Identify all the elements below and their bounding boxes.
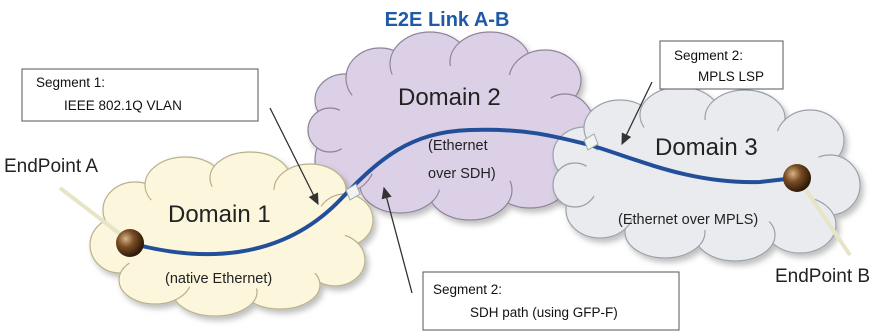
callout-segment-2-mpls-text: MPLS LSP: [698, 69, 764, 84]
endpoint-a-leader: [58, 186, 130, 242]
callout-segment-2-sdh: Segment 2: SDH path (using GFP-F): [381, 186, 680, 331]
callout-segment-2-mpls-title: Segment 2:: [674, 48, 743, 63]
diagram-title: E2E Link A-B: [385, 9, 510, 31]
domain-2-cloud: [307, 31, 596, 221]
boundary-marker-1-2: [345, 183, 361, 201]
domain-1-tech: (native Ethernet): [165, 271, 272, 287]
callout-segment-1-title: Segment 1:: [36, 75, 105, 90]
endpoint-a-label: EndPoint A: [4, 156, 98, 177]
endpoint-b-leader: [804, 188, 852, 257]
callout-segment-2-sdh-title: Segment 2:: [433, 282, 502, 297]
domain-2-tech-line2: over SDH): [428, 166, 496, 182]
endpoint-a-node: [116, 229, 144, 257]
endpoint-b-label: EndPoint B: [775, 266, 870, 287]
domain-3-cloud: [552, 86, 861, 262]
callout-segment-2-sdh-text: SDH path (using GFP-F): [470, 305, 618, 320]
e2e-link-path: [128, 127, 797, 257]
callout-segment-2-mpls: Segment 2: MPLS LSP: [621, 40, 784, 146]
endpoint-b-node: [783, 164, 811, 192]
domain-3-tech: (Ethernet over MPLS): [618, 212, 758, 228]
domain-1-label: Domain 1: [168, 201, 271, 228]
callout-segment-1-text: IEEE 802.1Q VLAN: [64, 98, 182, 113]
domain-3-label: Domain 3: [655, 134, 758, 161]
domain-2-label: Domain 2: [398, 84, 501, 111]
callout-segment-1: Segment 1: IEEE 802.1Q VLAN: [21, 68, 319, 206]
boundary-marker-2-3: [583, 133, 599, 151]
domain-2-tech-line1: (Ethernet: [428, 138, 488, 154]
